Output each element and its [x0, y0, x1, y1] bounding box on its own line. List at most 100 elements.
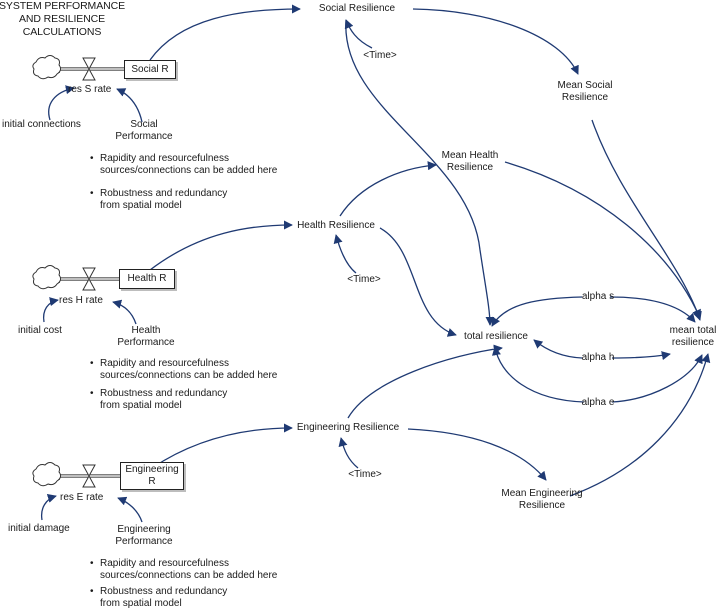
var-alpha-e[interactable]: alpha e [581, 397, 615, 408]
label-line: Mean Engineering [501, 488, 583, 499]
link-health-performance-to-res-h-rate [112, 299, 137, 325]
link-social-resilience-to-total [345, 19, 495, 326]
stock-label: Health R [127, 273, 167, 284]
stock-social-r[interactable]: Social R [124, 60, 176, 79]
var-time-engineering[interactable]: <Time> [348, 469, 382, 480]
var-engineering-performance[interactable]: Engineering Performance [115, 524, 172, 548]
var-total-resilience[interactable]: total resilience [464, 331, 528, 342]
var-alpha-h[interactable]: alpha h [581, 352, 615, 363]
note-line: Robustness and redundancy [100, 586, 228, 597]
bullet: • [90, 586, 94, 597]
note-line: from spatial model [100, 598, 182, 609]
link-social-resilience-to-mean-social [412, 8, 579, 75]
link-time-to-social-resilience [344, 19, 373, 49]
flow-res-e-rate[interactable]: res E rate [60, 492, 104, 503]
label-line: resilience [671, 337, 715, 348]
var-time-health[interactable]: <Time> [347, 274, 381, 285]
flow-pipe-engineering [32, 462, 120, 488]
var-health-performance[interactable]: Health Performance [117, 325, 174, 349]
title-line: AND RESILIENCE [18, 13, 106, 25]
link-engineering-resilience-to-total [347, 344, 503, 419]
label-line: Performance [115, 131, 173, 142]
note-line: Rapidity and resourcefulness [100, 358, 229, 369]
note-rapidity-engineering: • Rapidity and resourcefulness sources/c… [90, 558, 278, 582]
title-line: CALCULATIONS [22, 26, 102, 38]
bullet: • [90, 188, 94, 199]
link-mean-social-to-mean-total [591, 119, 702, 321]
link-alpha-e-to-mean-total [611, 354, 703, 403]
var-engineering-resilience[interactable]: Engineering Resilience [296, 422, 400, 433]
link-initial-connections-to-res-s-rate [48, 85, 75, 121]
var-mean-social-resilience[interactable]: Mean Social Resilience [557, 80, 612, 104]
var-social-performance[interactable]: Social Performance [115, 119, 172, 143]
link-health-resilience-to-total [379, 227, 457, 337]
label-line: Performance [117, 337, 175, 348]
note-line: from spatial model [100, 400, 182, 411]
label-line: Resilience [518, 500, 566, 511]
note-line: Rapidity and resourcefulness [100, 558, 229, 569]
note-line: sources/connections can be added here [100, 165, 278, 176]
stock-engineering-r[interactable]: Engineering R [120, 462, 184, 490]
title-line: SYSTEM PERFORMANCE [0, 0, 125, 12]
var-health-resilience[interactable]: Health Resilience [297, 220, 375, 231]
var-mean-health-resilience[interactable]: Mean Health Resilience [442, 150, 499, 174]
link-alpha-h-to-mean-total [611, 351, 671, 361]
note-line: Robustness and redundancy [100, 388, 228, 399]
link-social-r-to-social-resilience [149, 4, 301, 61]
note-line: sources/connections can be added here [100, 570, 278, 581]
link-engineering-performance-to-res-e-rate [117, 496, 143, 523]
var-mean-total-resilience[interactable]: mean total resilience [670, 325, 717, 349]
bullet: • [90, 558, 94, 569]
diagram-title: SYSTEM PERFORMANCE AND RESILIENCE CALCUL… [0, 0, 125, 39]
link-alpha-h-to-total [533, 339, 583, 359]
note-robustness-engineering: • Robustness and redundancy from spatial… [90, 586, 228, 610]
link-health-resilience-to-mean-health [339, 161, 437, 217]
label-line: Resilience [446, 162, 494, 173]
label-line: Engineering [117, 524, 171, 535]
label-line: Social [130, 119, 158, 130]
link-time-to-engineering-resilience [338, 437, 359, 469]
var-mean-engineering-resilience[interactable]: Mean Engineering Resilience [501, 488, 582, 512]
label-line: mean total [669, 325, 717, 336]
stock-health-r[interactable]: Health R [119, 269, 175, 289]
stock-label-line: R [148, 476, 156, 487]
var-alpha-s[interactable]: alpha s [581, 291, 615, 302]
link-time-to-health-resilience [333, 234, 357, 274]
var-initial-connections[interactable]: initial connections [2, 119, 81, 130]
var-initial-damage[interactable]: initial damage [8, 523, 70, 534]
link-alpha-s-to-mean-total [609, 296, 696, 323]
stock-label: Social R [131, 64, 169, 75]
link-mean-engineering-to-mean-total [569, 353, 711, 497]
link-engineering-resilience-to-mean-engineering [407, 428, 547, 481]
flow-pipe-social [32, 55, 124, 81]
note-line: sources/connections can be added here [100, 370, 278, 381]
stock-label-line: Engineering [125, 464, 179, 475]
link-mean-health-to-mean-total [504, 161, 701, 319]
note-line: Rapidity and resourcefulness [100, 153, 229, 164]
note-rapidity-social: • Rapidity and resourcefulness sources/c… [90, 153, 278, 177]
link-alpha-s-to-total [491, 296, 583, 327]
link-alpha-e-to-total [491, 346, 585, 403]
label-line: Mean Social [557, 80, 613, 91]
bullet: • [90, 358, 94, 369]
label-line: Mean Health [441, 150, 499, 161]
var-social-resilience[interactable]: Social Resilience [318, 3, 396, 14]
link-health-r-to-health-resilience [149, 220, 293, 271]
note-robustness-social: • Robustness and redundancy from spatial… [90, 188, 228, 212]
flow-res-h-rate[interactable]: res H rate [59, 295, 103, 306]
var-time-social[interactable]: <Time> [363, 50, 397, 61]
var-initial-cost[interactable]: initial cost [18, 325, 62, 336]
note-rapidity-health: • Rapidity and resourcefulness sources/c… [90, 358, 278, 382]
bullet: • [90, 153, 94, 164]
link-engineering-r-to-engineering-resilience [151, 423, 293, 469]
note-line: from spatial model [100, 200, 182, 211]
link-social-performance-to-res-s-rate [116, 88, 143, 123]
link-initial-damage-to-res-e-rate [40, 494, 57, 521]
note-robustness-health: • Robustness and redundancy from spatial… [90, 388, 228, 412]
flow-pipe-health [32, 265, 119, 291]
note-line: Robustness and redundancy [100, 188, 228, 199]
flow-res-s-rate[interactable]: res S rate [68, 84, 112, 95]
label-line: Resilience [561, 92, 609, 103]
